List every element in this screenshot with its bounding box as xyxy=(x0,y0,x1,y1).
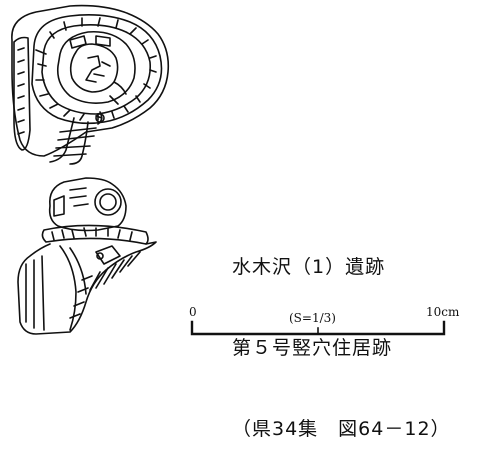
caption-reference: （県34集 図64－12） xyxy=(232,418,451,440)
scale-end-label: 10cm xyxy=(426,305,460,319)
caption-feature: 第５号竪穴住居跡 xyxy=(232,337,393,359)
caption-site-name: 水木沢（1）遺跡 xyxy=(232,256,386,278)
scale-bar xyxy=(190,320,446,336)
scale-ratio-label: (S=1/3) xyxy=(289,311,336,325)
artifact-top-drawing xyxy=(11,4,170,165)
scale-zero-label: 0 xyxy=(189,305,197,319)
artifact-bottom-drawing xyxy=(17,177,157,335)
